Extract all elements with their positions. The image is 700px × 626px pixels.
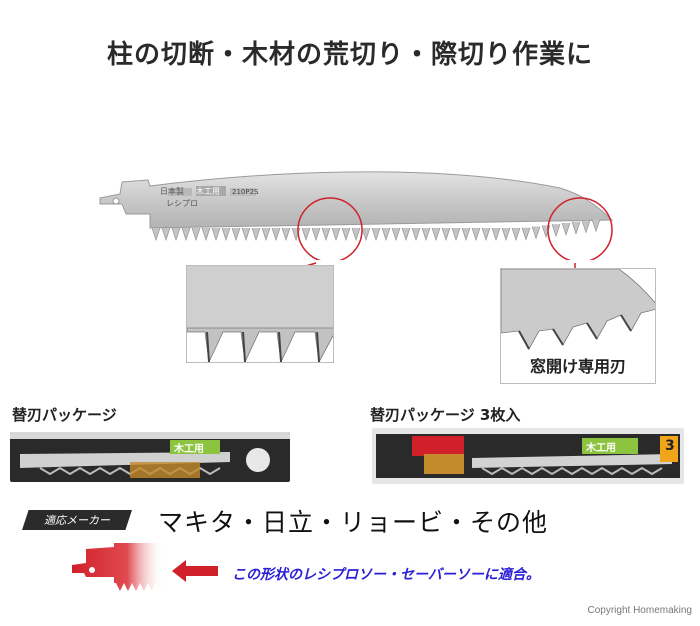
- blade-brand-mark: 日本製: [160, 187, 184, 196]
- package-label-triple: 替刃パッケージ 3枚入: [370, 406, 521, 424]
- package-graphic-text-triple: 木工用: [586, 443, 616, 454]
- package-label-single: 替刃パッケージ: [12, 406, 117, 424]
- package-image-triple: 木工用 3: [372, 428, 684, 484]
- compatibility-note: この形状のレシプロソー・セーバーソーに適合。: [232, 567, 540, 583]
- saw-blade-illustration: 日本製 木工用 レシプロ 210P2S: [0, 150, 700, 260]
- teeth-detail-zoom: [186, 265, 334, 363]
- saw-teeth: [151, 219, 601, 241]
- page-headline: 柱の切断・木材の荒切り・際切り作業に: [106, 40, 593, 70]
- saw-blade-image: [99, 171, 614, 260]
- package-graphic-text-single: 木工用: [174, 444, 204, 455]
- teeth-detail-image: [187, 266, 333, 362]
- compatible-makers-list: マキタ・日立・リョービ・その他: [158, 508, 549, 537]
- tip-detail-zoom: 窓開け専用刃: [500, 268, 656, 384]
- compatible-makers-tag: 適応メーカー: [22, 510, 132, 530]
- blade-product-label: 木工用: [196, 187, 220, 196]
- left-arrow-icon: [172, 560, 218, 582]
- tip-detail-image: [501, 269, 655, 350]
- blade-silhouette-icon: [72, 543, 164, 591]
- package-image-single: 木工用: [10, 432, 290, 482]
- blade-model-code: 210P2S: [232, 188, 259, 196]
- package-graphic-triple: [372, 428, 684, 484]
- package-count-badge: 3: [665, 438, 675, 454]
- copyright-text: Copyright Homemaking: [587, 605, 693, 616]
- package-graphic-single: [10, 432, 290, 482]
- window-cut-blade-label: 窓開け専用刃: [529, 357, 626, 376]
- blade-series-label: レシプロ: [166, 199, 198, 208]
